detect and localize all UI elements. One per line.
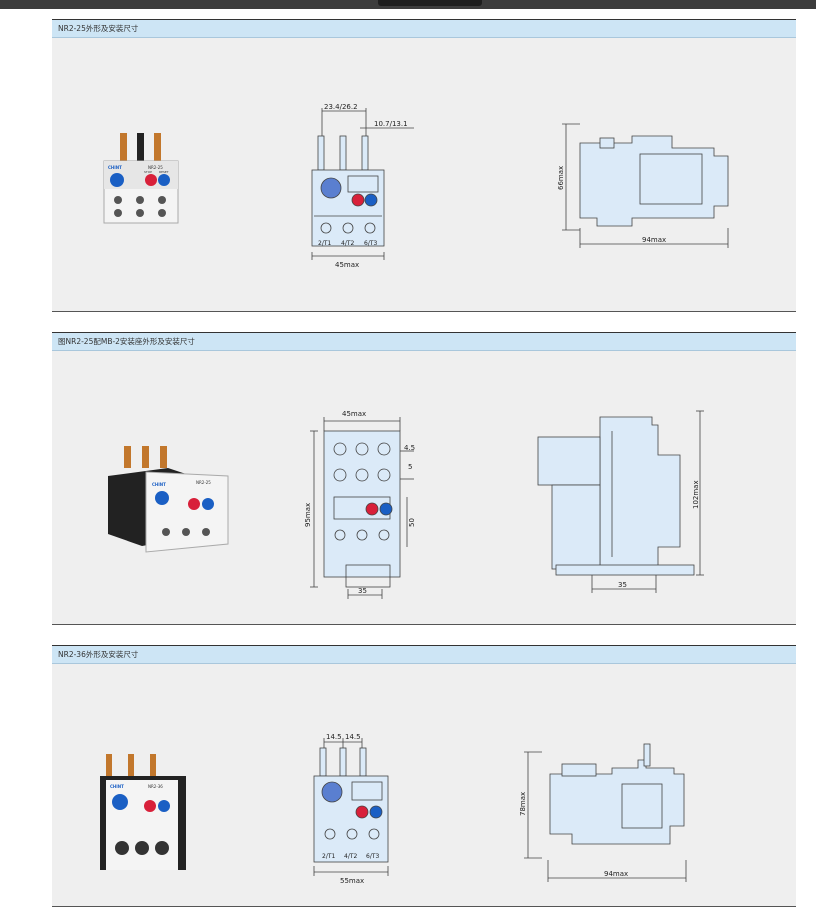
terminal-label-1: 2/T1 [318, 240, 332, 247]
terminal-label-3: 6/T3 [364, 240, 378, 247]
model-label: NR2-36 [148, 784, 163, 789]
brand-label: CHINT [110, 784, 124, 789]
terminal-label-2: 4/T2 [344, 853, 358, 860]
product-photo-nr2-36: CHINT NR2-36 [100, 754, 186, 870]
section-nr2-25-mb2: 图NR2-25配MB-2安装座外形及安装尺寸 CHINT NR2-25 [52, 332, 796, 625]
section-title: NR2-36外形及安装尺寸 [52, 646, 796, 664]
side-view-drawing [537, 410, 704, 593]
dim-height: 102max [692, 480, 700, 509]
side-view-drawing [562, 123, 729, 248]
dim-top: 45max [342, 410, 366, 418]
dim-bottom: 55max [340, 877, 364, 885]
front-view-drawing [313, 738, 389, 876]
dim-bottom: 35 [618, 581, 627, 589]
dim-right-3: 50 [408, 518, 416, 527]
dim-height: 78max [519, 792, 527, 816]
reset-label: RESET [159, 170, 169, 174]
dim-top: 23.4/26.2 [324, 103, 358, 111]
front-view-drawing [311, 108, 414, 260]
dim-height: 66max [557, 166, 565, 190]
dim-bottom: 45max [335, 261, 359, 269]
dim-bottom: 35 [358, 587, 367, 595]
section-title: NR2-25外形及安装尺寸 [52, 20, 796, 38]
section-panel: CHINT NR2-25 STOP RESET [52, 38, 796, 312]
dim-left: 95max [304, 503, 312, 527]
dim-right-2: 5 [408, 463, 412, 471]
section-panel: CHINT NR2-36 [52, 664, 796, 907]
top-bar [0, 0, 816, 9]
terminal-label-2: 4/T2 [341, 240, 355, 247]
brand-label: CHINT [152, 482, 166, 487]
dim-right: 10.7/13.1 [374, 120, 408, 128]
section-title: 图NR2-25配MB-2安装座外形及安装尺寸 [52, 333, 796, 351]
dim-width: 94max [604, 870, 628, 878]
brand-label: CHINT [108, 165, 122, 170]
product-photo-nr2-25: CHINT NR2-25 STOP RESET [103, 133, 179, 224]
drawings: CHINT NR2-25 STOP RESET [103, 103, 729, 269]
terminal-label-3: 6/T3 [366, 853, 380, 860]
dim-top-1: 14.5 [326, 733, 342, 741]
dim-right-1: 4.5 [404, 444, 415, 452]
side-view-drawing [524, 743, 687, 882]
section-nr2-36: NR2-36外形及安装尺寸 CHINT NR2-36 [52, 645, 796, 907]
top-bar-tab [378, 0, 482, 6]
model-label: NR2-25 [196, 480, 211, 485]
drawings: CHINT NR2-25 [108, 410, 704, 599]
dim-width: 94max [642, 236, 666, 244]
product-photo-nr2-25-mb2: CHINT NR2-25 [108, 446, 229, 553]
section-nr2-25: NR2-25外形及安装尺寸 CHINT NR2-25 STOP RESET [52, 19, 796, 312]
terminal-label-1: 2/T1 [322, 853, 336, 860]
drawings: CHINT NR2-36 [100, 733, 687, 885]
front-view-drawing [310, 417, 414, 599]
model-label: NR2-25 [148, 165, 163, 170]
dim-top-2: 14.5 [345, 733, 361, 741]
section-panel: CHINT NR2-25 [52, 351, 796, 625]
stop-label: STOP [144, 170, 152, 174]
